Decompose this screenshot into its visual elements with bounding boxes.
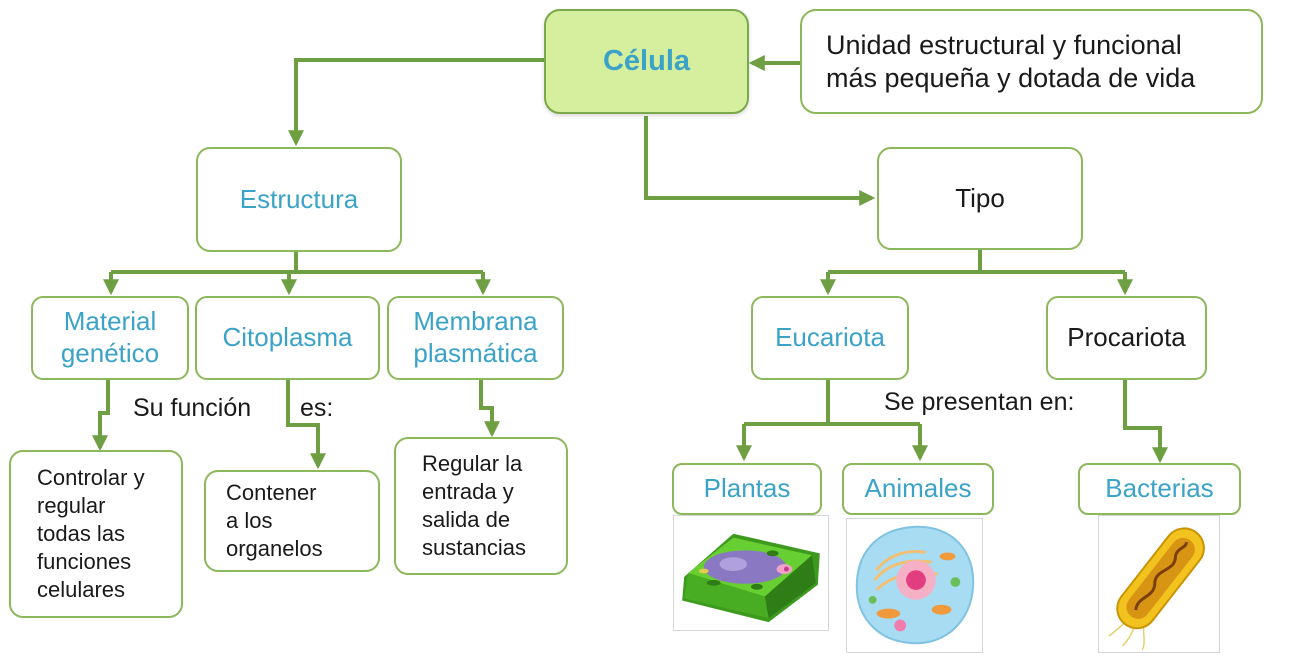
definition-box: Unidad estructural y funcional más peque… xyxy=(800,9,1263,114)
eucariota-node: Eucariota xyxy=(751,296,909,380)
connector-root-to-estructura xyxy=(288,58,544,147)
tipo-node: Tipo xyxy=(877,147,1083,250)
connector-to-function-3 xyxy=(479,380,500,438)
tipo-label: Tipo xyxy=(955,182,1005,213)
function-citoplasma: Contener a los organelos xyxy=(204,470,380,572)
example-label: Animales xyxy=(864,473,972,504)
connector-to-function-2 xyxy=(286,380,326,470)
animal-cell-illustration xyxy=(846,518,983,653)
part-label: Membrana plasmática xyxy=(413,306,538,368)
example-bacterias: Bacterias xyxy=(1078,463,1241,515)
part-citoplasma: Citoplasma xyxy=(195,296,380,380)
function-text: Regular la entrada y salida de sustancia… xyxy=(422,450,526,561)
function-material-genetico: Controlar y regular todas las funciones … xyxy=(9,450,183,618)
definition-text: Unidad estructural y funcional más peque… xyxy=(826,29,1196,93)
estructura-label: Estructura xyxy=(239,183,359,214)
root-node: Célula xyxy=(544,9,749,114)
connector-to-function-1 xyxy=(92,380,110,452)
example-label: Bacterias xyxy=(1105,473,1214,504)
function-text: Contener a los organelos xyxy=(226,479,323,562)
root-label: Célula xyxy=(602,44,691,77)
example-plantas: Plantas xyxy=(672,463,822,515)
part-label: Citoplasma xyxy=(222,322,353,353)
connector-root-to-tipo xyxy=(644,116,876,206)
example-animales: Animales xyxy=(842,463,994,515)
estructura-node: Estructura xyxy=(196,147,402,252)
function-text: Controlar y regular todas las funciones … xyxy=(37,464,145,603)
connector-text-es: es: xyxy=(300,394,334,422)
bacterium-illustration xyxy=(1098,515,1220,653)
connector-to-bacterias xyxy=(1123,380,1168,464)
connector-text-su-funcion: Su función xyxy=(133,394,252,422)
part-membrana-plasmatica: Membrana plasmática xyxy=(387,296,564,380)
part-label: Material genético xyxy=(60,306,160,368)
connector-text-se-presentan: Se presentan en: xyxy=(884,388,1075,416)
example-label: Plantas xyxy=(703,473,791,504)
eucariota-label: Eucariota xyxy=(775,322,885,353)
plant-cell-illustration xyxy=(673,515,829,631)
function-membrana: Regular la entrada y salida de sustancia… xyxy=(394,437,568,575)
procariota-node: Procariota xyxy=(1046,296,1207,380)
procariota-label: Procariota xyxy=(1067,322,1186,353)
part-material-genetico: Material genético xyxy=(31,296,189,380)
